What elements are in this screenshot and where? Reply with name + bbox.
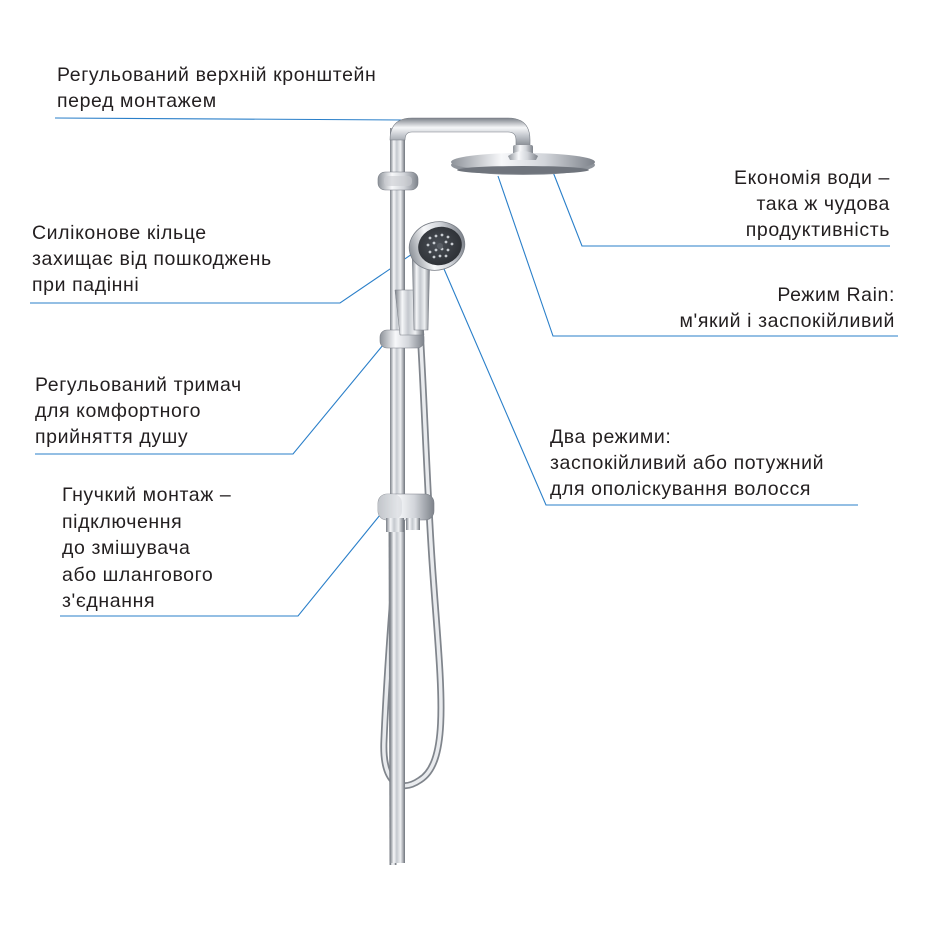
flexible-mount-connector	[377, 493, 435, 532]
label-text: Силіконове кільце	[32, 222, 207, 244]
rain-shower-head	[451, 151, 595, 175]
leader-lines	[30, 117, 898, 617]
label-text: Регульований верхній кронштейн	[57, 64, 377, 86]
label-text: продуктивність	[745, 219, 890, 241]
label-text: при падінні	[32, 274, 140, 296]
leader-rain-mode	[497, 175, 898, 337]
label-holder: Регульований тримач для комфортного прий…	[35, 372, 242, 450]
label-text: Два режими:	[550, 426, 672, 448]
hand-shower	[408, 221, 466, 331]
label-two-modes: Два режими: заспокійливий або потужний д…	[550, 424, 824, 502]
label-text: прийняття душу	[35, 426, 189, 448]
label-rain-mode: Режим Rain: м'який і заспокійливий	[680, 282, 895, 334]
label-text: Гнучкий монтаж –	[62, 484, 232, 506]
label-text: перед монтажем	[57, 90, 217, 112]
label-text: підключення	[62, 510, 183, 533]
leader-holder	[35, 344, 384, 455]
leader-water-saving	[552, 171, 890, 247]
label-text: з'єднання	[62, 590, 156, 612]
label-text: заспокійливий або потужний	[550, 452, 825, 474]
label-text: захищає від пошкоджень	[32, 248, 272, 270]
label-text: для комфортного	[35, 400, 202, 422]
label-silicone-ring: Силіконове кільце захищає від пошкоджень…	[32, 220, 272, 298]
label-top-bracket: Регульований верхній кронштейн перед мон…	[57, 62, 376, 114]
leader-top-bracket	[54, 117, 431, 127]
leader-flexible-mount	[60, 514, 381, 617]
label-text: така ж чудова	[756, 193, 890, 215]
label-text: Режим Rain:	[777, 284, 895, 306]
label-text: Економія води –	[733, 167, 890, 189]
label-text: для ополіскування волосся	[550, 478, 812, 500]
leader-two-modes	[440, 261, 858, 506]
label-water-saving: Економія води – така ж чудова продуктивн…	[734, 165, 890, 243]
label-text: або шлангового	[62, 563, 214, 586]
upper-slider	[377, 171, 419, 191]
label-text: Регульований тримач	[35, 374, 242, 396]
label-flexible-mount: Гнучкий монтаж – підключення до змішувач…	[62, 482, 231, 615]
overhead-arm	[389, 117, 533, 159]
label-text: м'який і заспокійливий	[679, 310, 895, 332]
label-text: до змішувача	[62, 537, 191, 559]
